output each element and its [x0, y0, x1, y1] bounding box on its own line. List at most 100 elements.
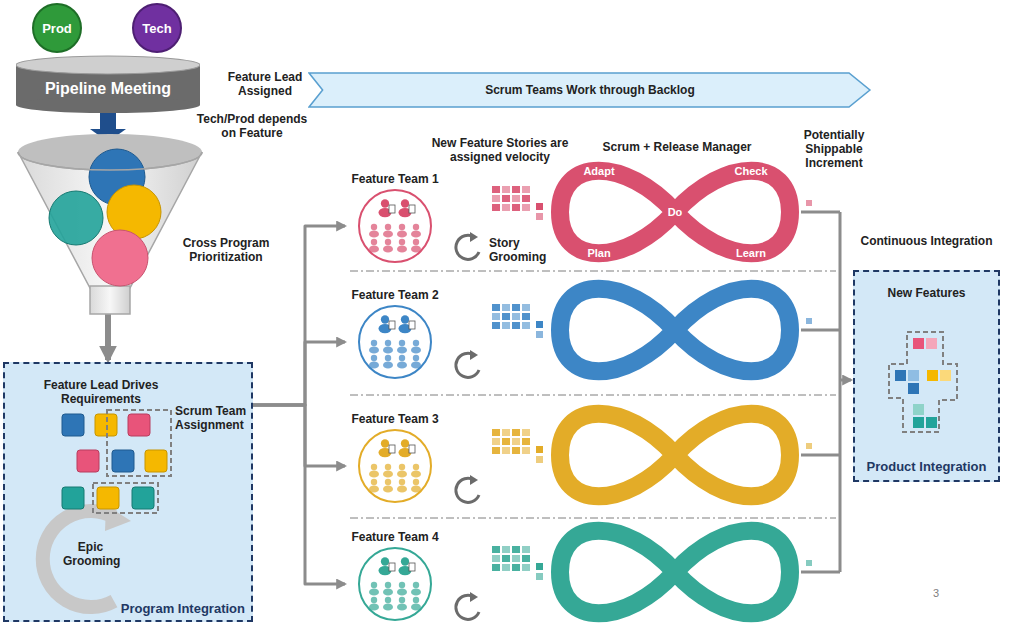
story-card: [502, 438, 510, 445]
story-card: [512, 195, 520, 202]
story-card: [512, 438, 520, 445]
note-label: New Feature Stories are assigned velocit…: [425, 136, 575, 164]
story-card: [502, 429, 510, 436]
feature-team: Feature Team 4: [347, 530, 443, 622]
story-card: [536, 573, 543, 580]
feature-team: Feature Team 1: [347, 172, 443, 264]
node-subtext: New Features: [855, 286, 998, 300]
pipeline-cylinder: Pipeline Meeting: [16, 55, 200, 113]
feature-team: Feature Team 3: [347, 412, 443, 504]
story-card: [536, 563, 543, 570]
note-label: Potentially Shippable Increment: [795, 128, 873, 170]
story-card: [522, 186, 530, 193]
note-label: Tech/Prod depends on Feature: [196, 112, 308, 140]
node-text: Feature Lead Drives Requirements: [31, 378, 171, 406]
story-card: [522, 546, 530, 553]
story-card: [512, 564, 520, 571]
node-subtext: Scrum Team Assignment: [175, 404, 251, 432]
story-card: [492, 429, 500, 436]
story-card: [536, 456, 543, 463]
node-text: Pipeline Meeting: [16, 79, 200, 99]
story-card: [492, 195, 500, 202]
story-card: [492, 447, 500, 454]
story-card: [512, 313, 520, 320]
node-subtext: Product Integration: [855, 459, 998, 474]
story-card: [512, 204, 520, 211]
story-card: [512, 429, 520, 436]
connector: [253, 405, 345, 584]
story-card: [522, 438, 530, 445]
story-stack: [456, 186, 812, 619]
story-card: [522, 564, 530, 571]
story-card: [492, 204, 500, 211]
story-card: [536, 203, 543, 210]
story-card: [502, 204, 510, 211]
story-card: [492, 546, 500, 553]
note-label: Cross Program Prioritization: [176, 236, 276, 264]
story-card: [512, 555, 520, 562]
increment-card: [806, 318, 812, 324]
node-text: Continuous Integration: [843, 234, 1010, 248]
increment-card: [806, 200, 812, 206]
story-card: [522, 322, 530, 329]
story-card: [492, 322, 500, 329]
grooming-arrow: [456, 595, 479, 619]
story-card: [492, 564, 500, 571]
page-number: 3: [933, 586, 939, 600]
story-card: [492, 555, 500, 562]
story-card: [512, 186, 520, 193]
funnel: [18, 134, 202, 314]
story-card: [522, 195, 530, 202]
connector: [253, 405, 345, 466]
story-card: [536, 213, 543, 220]
tech-circle: Tech: [132, 3, 182, 53]
story-card: [502, 195, 510, 202]
story-card: [512, 447, 520, 454]
note-label: Story Grooming: [489, 236, 553, 264]
story-card: [522, 555, 530, 562]
story-card: [522, 447, 530, 454]
story-card: [522, 429, 530, 436]
connector: [253, 226, 345, 405]
loop-step: Learn: [736, 247, 766, 259]
program-integration-box: Feature Lead Drives RequirementsScrum Te…: [3, 362, 253, 622]
node-text: Tech: [134, 21, 180, 36]
node-subtext: Epic Grooming: [63, 540, 118, 568]
node-text: Scrum Teams Work through Backlog: [308, 83, 872, 97]
story-card: [492, 304, 500, 311]
story-card: [492, 313, 500, 320]
grooming-arrowhead: [470, 350, 478, 360]
story-card: [492, 186, 500, 193]
story-card: [512, 304, 520, 311]
story-card: [502, 313, 510, 320]
story-card: [492, 438, 500, 445]
feature-blocks: [855, 272, 998, 480]
node-text: Feature Team 1: [347, 172, 443, 186]
story-card: [536, 331, 543, 338]
node-text: Feature Team 4: [347, 530, 443, 544]
grooming-arrow: [456, 235, 479, 259]
node-text: Prod: [34, 21, 80, 36]
row-separator: [350, 271, 836, 518]
story-card: [536, 321, 543, 328]
story-card: [522, 313, 530, 320]
story-card: [536, 446, 543, 453]
grooming-arrowhead: [470, 475, 478, 485]
grooming-arrow: [456, 478, 479, 502]
feature-team: Feature Team 2: [347, 288, 443, 380]
grooming-arrowhead: [470, 592, 478, 602]
increment-card: [806, 443, 812, 449]
story-card: [522, 204, 530, 211]
grooming-arrowhead: [470, 232, 478, 242]
prod-circle: Prod: [32, 3, 82, 53]
backlog-banner: Scrum Teams Work through Backlog: [308, 72, 872, 108]
grooming-arrow: [456, 353, 479, 377]
loop-step: Adapt: [583, 165, 614, 177]
story-card: [502, 555, 510, 562]
story-card: [512, 322, 520, 329]
story-card: [502, 447, 510, 454]
note-label: Scrum + Release Manager: [592, 140, 762, 154]
node-subtext: Program Integration: [121, 601, 245, 616]
node-text: Feature Team 3: [347, 412, 443, 426]
